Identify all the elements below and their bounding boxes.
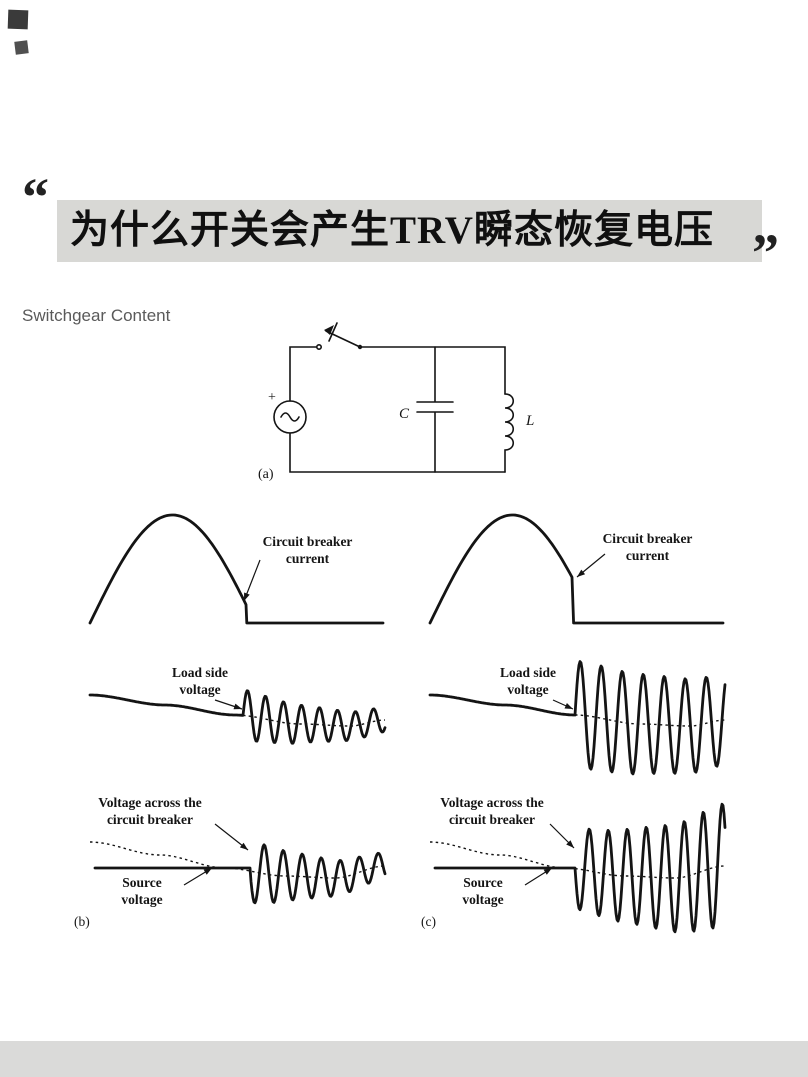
wire (359, 346, 506, 395)
inductor-symbol (504, 393, 515, 473)
switch-motion-slash (328, 322, 338, 342)
ac-source-symbol (273, 400, 307, 434)
label-breaker-current-b: Circuit breaker current (240, 533, 375, 567)
label-load-voltage-c: Load side voltage (468, 664, 588, 698)
trv-plot-b (90, 823, 387, 905)
circuit-diagram: + C L (a) (258, 322, 534, 482)
label-line: current (625, 548, 670, 563)
label-line: current (285, 551, 330, 566)
source-voltage-dotted (430, 841, 725, 879)
wire (289, 432, 506, 473)
caption-b: (b) (74, 914, 90, 929)
switch-terminal-open (316, 343, 323, 350)
load-voltage-plot-c (428, 660, 727, 776)
label-source-voltage-b: Source voltage (102, 874, 182, 908)
breaker-current-plot-b (88, 513, 385, 625)
pointer-arrowhead-icon (543, 868, 552, 875)
pointer-arrowhead-icon (564, 703, 573, 709)
bottom-strip (0, 1041, 808, 1077)
label-line: Load side (172, 665, 228, 680)
breaker-current-curve (428, 513, 725, 625)
label-line: Voltage across the (440, 795, 544, 810)
label-breaker-voltage-c: Voltage across the circuit breaker (422, 794, 562, 828)
label-line: circuit breaker (106, 812, 194, 827)
label-line: voltage (507, 682, 549, 697)
source-plus-label: + (268, 390, 276, 405)
switch-hinge-dot (357, 344, 363, 350)
tape-square (14, 40, 29, 55)
label-source-voltage-c: Source voltage (443, 874, 523, 908)
load-voltage-curve (88, 689, 387, 745)
caption-c: (c) (421, 914, 436, 929)
trv-plot-c (430, 802, 727, 934)
breaker-current-curve (88, 513, 385, 625)
label-line: Circuit breaker (262, 534, 353, 549)
label-line: voltage (121, 892, 163, 907)
breaker-current-plot-c (428, 513, 725, 625)
switch-blade (325, 330, 361, 348)
label-line: circuit breaker (448, 812, 536, 827)
switch-arrowhead-icon (324, 325, 334, 335)
label-line: Source (122, 875, 162, 890)
trv-curve (93, 843, 387, 905)
load-voltage-plot-b (88, 689, 387, 745)
pointer-arrowhead-icon (239, 842, 248, 850)
label-line: voltage (179, 682, 221, 697)
quote-close-mark: ” (752, 223, 779, 283)
pointer-arrowhead-icon (244, 592, 250, 601)
watermark-text: Switchgear Content (22, 306, 171, 325)
pointer-arrowhead-icon (233, 703, 242, 710)
page-title: 为什么开关会产生TRV瞬态恢复电压 (70, 209, 714, 252)
trv-curve (433, 802, 727, 934)
load-voltage-curve (428, 660, 727, 776)
inductor-label: L (525, 413, 534, 429)
pointer-arrowhead-icon (577, 569, 586, 577)
capacitor-label: C (399, 406, 410, 422)
sine-glyph-icon (280, 412, 300, 422)
label-line: Source (463, 875, 503, 890)
pointer-arrowhead-icon (203, 868, 212, 875)
quote-open-mark: “ (22, 167, 49, 227)
pointer-arrowhead-icon (566, 840, 574, 848)
tape-square (7, 9, 29, 30)
circuit-wires (273, 322, 515, 473)
label-breaker-voltage-b: Voltage across the circuit breaker (82, 794, 218, 828)
label-line: voltage (462, 892, 504, 907)
label-load-voltage-b: Load side voltage (140, 664, 260, 698)
capacitor-symbol (416, 346, 454, 473)
label-breaker-current-c: Circuit breaker current (580, 530, 715, 564)
label-line: Load side (500, 665, 556, 680)
wire (289, 346, 317, 402)
title-highlight (57, 200, 762, 262)
label-line: Circuit breaker (602, 531, 693, 546)
source-continuation-dotted (242, 714, 386, 727)
label-line: Voltage across the (98, 795, 202, 810)
circuit-caption: (a) (258, 467, 274, 482)
